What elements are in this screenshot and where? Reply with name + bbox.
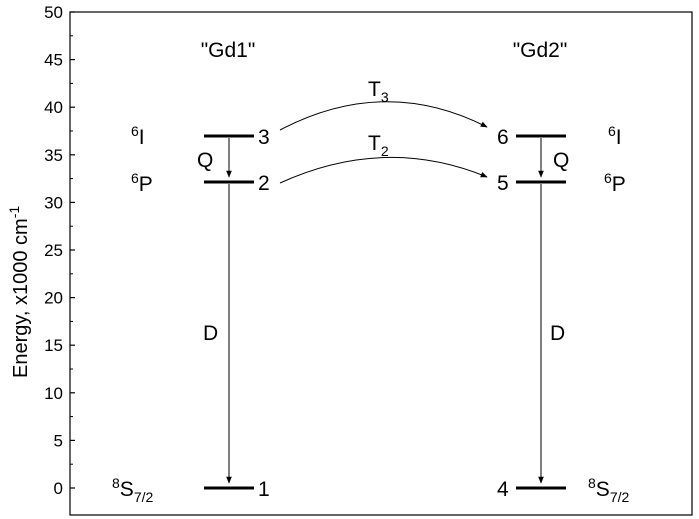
y-tick-label: 40: [44, 98, 63, 117]
y-tick-label: 10: [44, 384, 63, 403]
term-8S-left: 8S7/2: [112, 475, 153, 505]
y-tick-label: 15: [44, 336, 63, 355]
y-tick-label: 45: [44, 51, 63, 70]
y-tick-label: 5: [54, 431, 63, 450]
label-d-right: D: [550, 322, 565, 345]
ion-label-gd2: "Gd2": [513, 39, 568, 62]
level-number-6: 6: [497, 126, 509, 149]
level-number-2: 2: [258, 172, 270, 195]
label-t3: T3: [368, 78, 389, 105]
y-tick-label: 35: [44, 146, 63, 165]
y-tick-label: 0: [54, 479, 63, 498]
arrow-t3: [279, 101, 488, 131]
y-tick-label: 30: [44, 193, 63, 212]
label-t2: T2: [368, 132, 389, 159]
term-6I-right: 6I: [608, 123, 622, 149]
plot-frame: [69, 11, 693, 516]
arrow-t2: [279, 156, 488, 184]
level-number-3: 3: [258, 126, 270, 149]
term-6P-left: 6P: [131, 170, 153, 196]
level-number-5: 5: [497, 172, 509, 195]
y-tick-label: 25: [44, 241, 63, 260]
ion-label-gd1: "Gd1": [201, 39, 256, 62]
term-8S-right: 8S7/2: [588, 475, 629, 505]
level-number-1: 1: [258, 478, 270, 501]
label-d-left: D: [203, 322, 218, 345]
y-tick-label: 20: [44, 289, 63, 308]
y-axis: 0 5 10 15 20 25 30 35 40 45 50: [44, 3, 75, 498]
label-q-right: Q: [553, 149, 569, 172]
term-6I-left: 6I: [131, 123, 145, 149]
y-axis-title: Energy, x1000 cm-1: [6, 206, 32, 378]
term-6P-right: 6P: [604, 170, 626, 196]
level-number-4: 4: [497, 478, 509, 501]
y-axis-title-main: Energy, x1000 cm: [10, 218, 32, 378]
label-q-left: Q: [197, 149, 213, 172]
y-axis-title-sup: -1: [6, 206, 22, 219]
y-tick-label: 50: [44, 3, 63, 22]
